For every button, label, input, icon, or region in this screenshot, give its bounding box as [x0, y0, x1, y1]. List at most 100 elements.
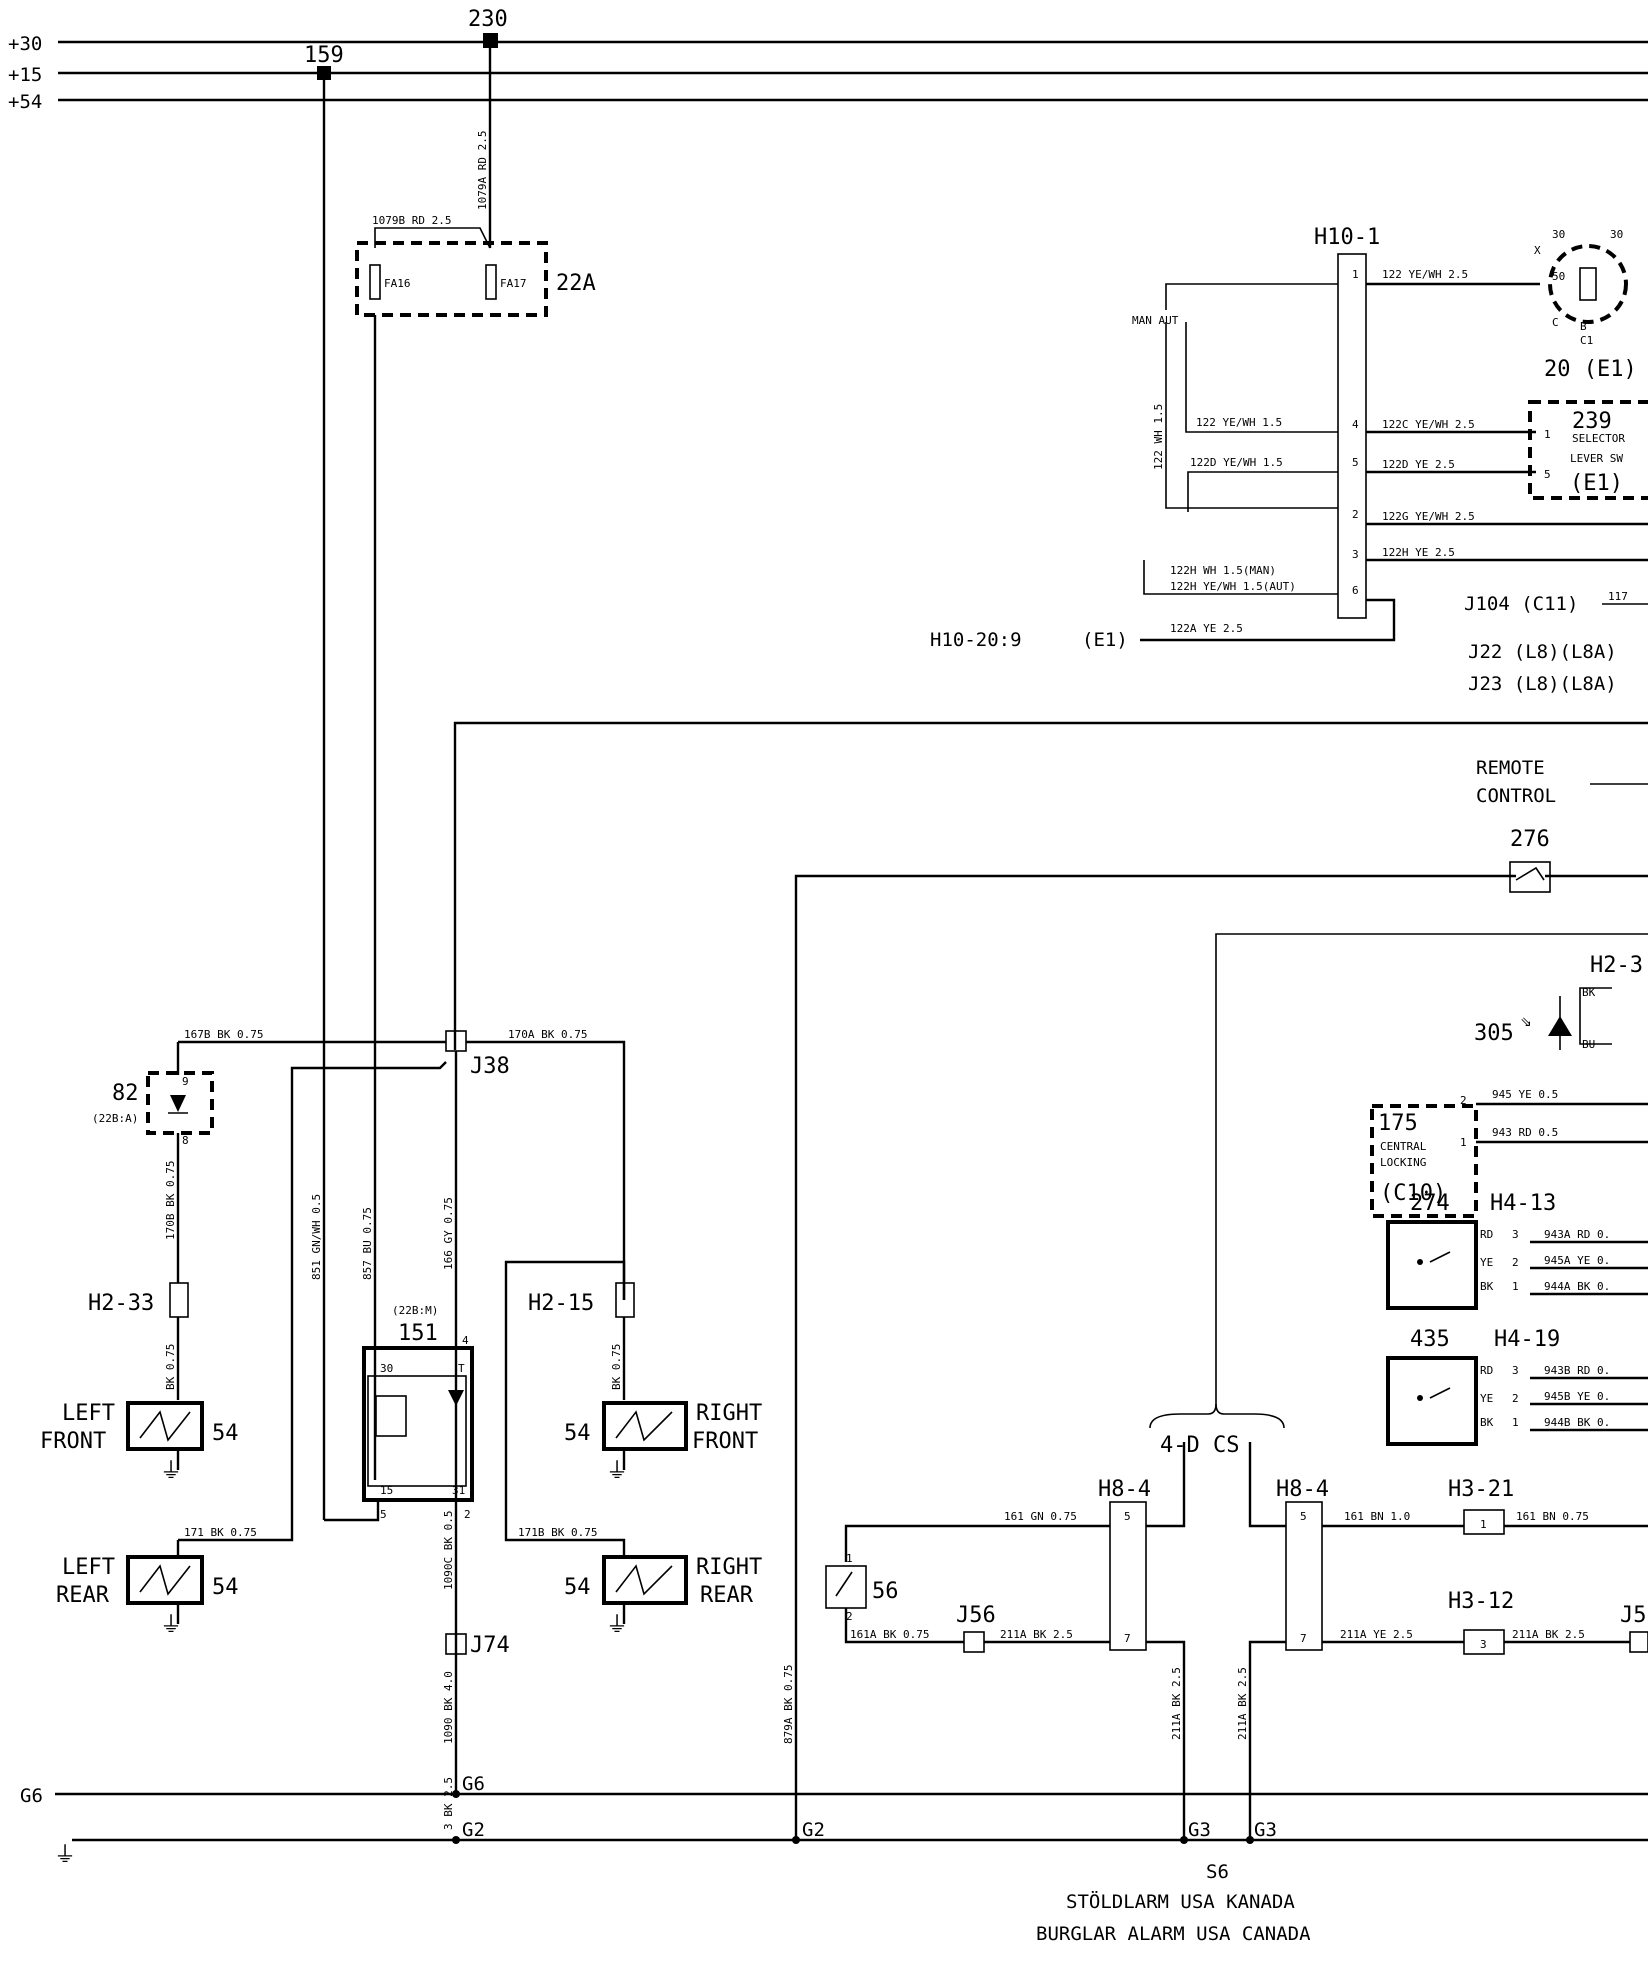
wire-170b-label: 170B BK 0.75: [164, 1161, 177, 1240]
svg-text:944B BK 0.: 944B BK 0.: [1544, 1416, 1610, 1429]
ign-pin50: 50: [1552, 270, 1565, 283]
ign-pin-x: X: [1534, 244, 1541, 257]
diode-82: [146, 1071, 214, 1135]
wire-122h-l6: [1143, 560, 1338, 595]
diode-82-pin8: 8: [182, 1134, 189, 1147]
svg-text:1: 1: [1352, 268, 1359, 281]
wire-1090c-label: 1090C BK 0.5: [442, 1511, 455, 1590]
splice-j74: [445, 1633, 467, 1655]
wire-brace-feed: [1215, 933, 1648, 1406]
selector-pin1: 1: [1544, 428, 1551, 441]
ignition-20-label: 20 (E1): [1544, 357, 1637, 382]
ign-c1: C1: [1580, 334, 1593, 347]
sw56-pin1: 1: [846, 1552, 853, 1565]
relay-pin15: 15: [380, 1484, 393, 1497]
central-pin2: 2: [1460, 1094, 1467, 1107]
door-rr-label1: RIGHT: [696, 1555, 762, 1580]
ignition-switch-20: [1548, 244, 1628, 324]
wire-211a-v2-label: 211A BK 2.5: [1236, 1667, 1249, 1740]
wire-122-p1-label: 122 YE/WH 2.5: [1382, 268, 1468, 281]
svg-text:2: 2: [1512, 1392, 1519, 1405]
led-rays-icon: ⇘: [1520, 1009, 1531, 1031]
splice-230: [483, 33, 498, 48]
h84a-pin5: 5: [1124, 1510, 1131, 1523]
svg-text:945B YE 0.: 945B YE 0.: [1544, 1390, 1610, 1403]
conn-h8-4a: [1109, 1501, 1147, 1651]
svg-text:6: 6: [1352, 584, 1359, 597]
svg-text:943A RD 0.: 943A RD 0.: [1544, 1228, 1610, 1241]
relay-151-label: 151: [398, 1321, 438, 1346]
svg-text:274: 274: [1410, 1191, 1450, 1216]
conn-h3-12-label: H3-12: [1448, 1589, 1514, 1614]
wire-166-label: 166 GY 0.75: [442, 1197, 455, 1270]
svg-text:2: 2: [1512, 1256, 1519, 1269]
conn-h2-15-label: H2-15: [528, 1291, 594, 1316]
selector-l2: LEVER SW: [1570, 452, 1623, 465]
j22-ref: J22 (L8)(L8A): [1468, 641, 1617, 663]
svg-text:3: 3: [1512, 1364, 1519, 1377]
ground-icon: ⏚: [606, 1613, 628, 1638]
wire-171-label: 171 BK 0.75: [184, 1526, 257, 1539]
ignition-key-icon: [1579, 267, 1597, 301]
wire-122-l4-label: 122 YE/WH 1.5: [1196, 416, 1282, 429]
selector-239: [1528, 400, 1648, 500]
wire-bk075a: BK 0.75: [164, 1344, 177, 1390]
wire-170a-label: 170A BK 0.75: [508, 1028, 587, 1041]
diode-82-pin9: 9: [182, 1075, 189, 1088]
led-c2: BU: [1582, 1038, 1595, 1051]
ground-g3a-label: G3: [1188, 1819, 1211, 1841]
wire-122h-man-label: 122H WH 1.5(MAN): [1170, 564, 1276, 577]
ign-pin-c: C: [1552, 316, 1559, 329]
wire-879a-label: 879A BK 0.75: [782, 1665, 795, 1744]
rail-g6-label: G6: [20, 1785, 43, 1807]
door-rr-num: 54: [564, 1575, 591, 1600]
wire-1079a-label: 1079A RD 2.5: [476, 131, 489, 210]
switch-435: 435 H4-19 RD YE BK 3 2 1 943B RD 0. 945B…: [1386, 1327, 1648, 1446]
door-switch-left-rear: LEFT REAR 54 ⏚: [56, 1540, 239, 1638]
central-l1: CENTRAL: [1380, 1140, 1427, 1153]
fusebox-22A: [355, 241, 548, 317]
conn-h8-4b-label: H8-4: [1276, 1477, 1329, 1502]
wire-122h-aut-label: 122H YE/WH 1.5(AUT): [1170, 580, 1296, 593]
svg-text:3: 3: [1512, 1228, 1519, 1241]
splice-159: [317, 66, 331, 80]
wire-879a: [794, 874, 1516, 1840]
svg-text:944A BK 0.: 944A BK 0.: [1544, 1280, 1610, 1293]
wire-161-bn-left: [1248, 1442, 1286, 1528]
wire-211a-label: 211A BK 2.5: [1000, 1628, 1073, 1641]
svg-text:2: 2: [1352, 508, 1359, 521]
door-lr-label1: LEFT: [62, 1555, 115, 1580]
h84b-pin7: 7: [1300, 1632, 1307, 1645]
door-lr-num: 54: [212, 1575, 239, 1600]
fuse-fa16-label: FA16: [384, 277, 411, 290]
h84a-pin7: 7: [1124, 1632, 1131, 1645]
man-aut-label: MAN AUT: [1132, 314, 1179, 327]
wire-161-gn-label: 161 GN 0.75: [1004, 1510, 1077, 1523]
svg-text:3: 3: [1352, 548, 1359, 561]
brace-icon: [1149, 1403, 1285, 1429]
switch-56-label: 56: [872, 1579, 899, 1604]
brace-label: 4-D CS: [1160, 1433, 1239, 1458]
h10-20-sect: (E1): [1082, 629, 1128, 651]
wire-remote-bus: [453, 721, 1648, 1050]
wire-161a: [844, 1608, 964, 1644]
wire-171b: [504, 1260, 626, 1557]
wire-211a-v1-label: 211A BK 2.5: [1170, 1667, 1183, 1740]
remote-label1: REMOTE: [1476, 757, 1545, 779]
led-conn-label: H2-3: [1590, 953, 1643, 978]
wire-211a-v2: [1248, 1640, 1286, 1840]
door-lf-label1: LEFT: [62, 1401, 115, 1426]
svg-text:H4-19: H4-19: [1494, 1327, 1560, 1352]
ground-icon: ⏚: [160, 1459, 182, 1484]
footer-title-sv: STÖLDLARM USA KANADA: [1066, 1890, 1295, 1913]
fuse-fa17-label: FA17: [500, 277, 527, 290]
svg-text:YE: YE: [1480, 1392, 1493, 1405]
relay-diode-icon: [448, 1390, 464, 1406]
footer-code: S6: [1206, 1861, 1229, 1883]
splice-j56: [963, 1631, 985, 1653]
wire-211a-v1: [1146, 1640, 1186, 1840]
svg-text:1: 1: [1512, 1416, 1519, 1429]
wire-1079b-label: 1079B RD 2.5: [372, 214, 451, 227]
h312-pin3: 3: [1480, 1638, 1487, 1651]
central-l2: LOCKING: [1380, 1156, 1426, 1169]
